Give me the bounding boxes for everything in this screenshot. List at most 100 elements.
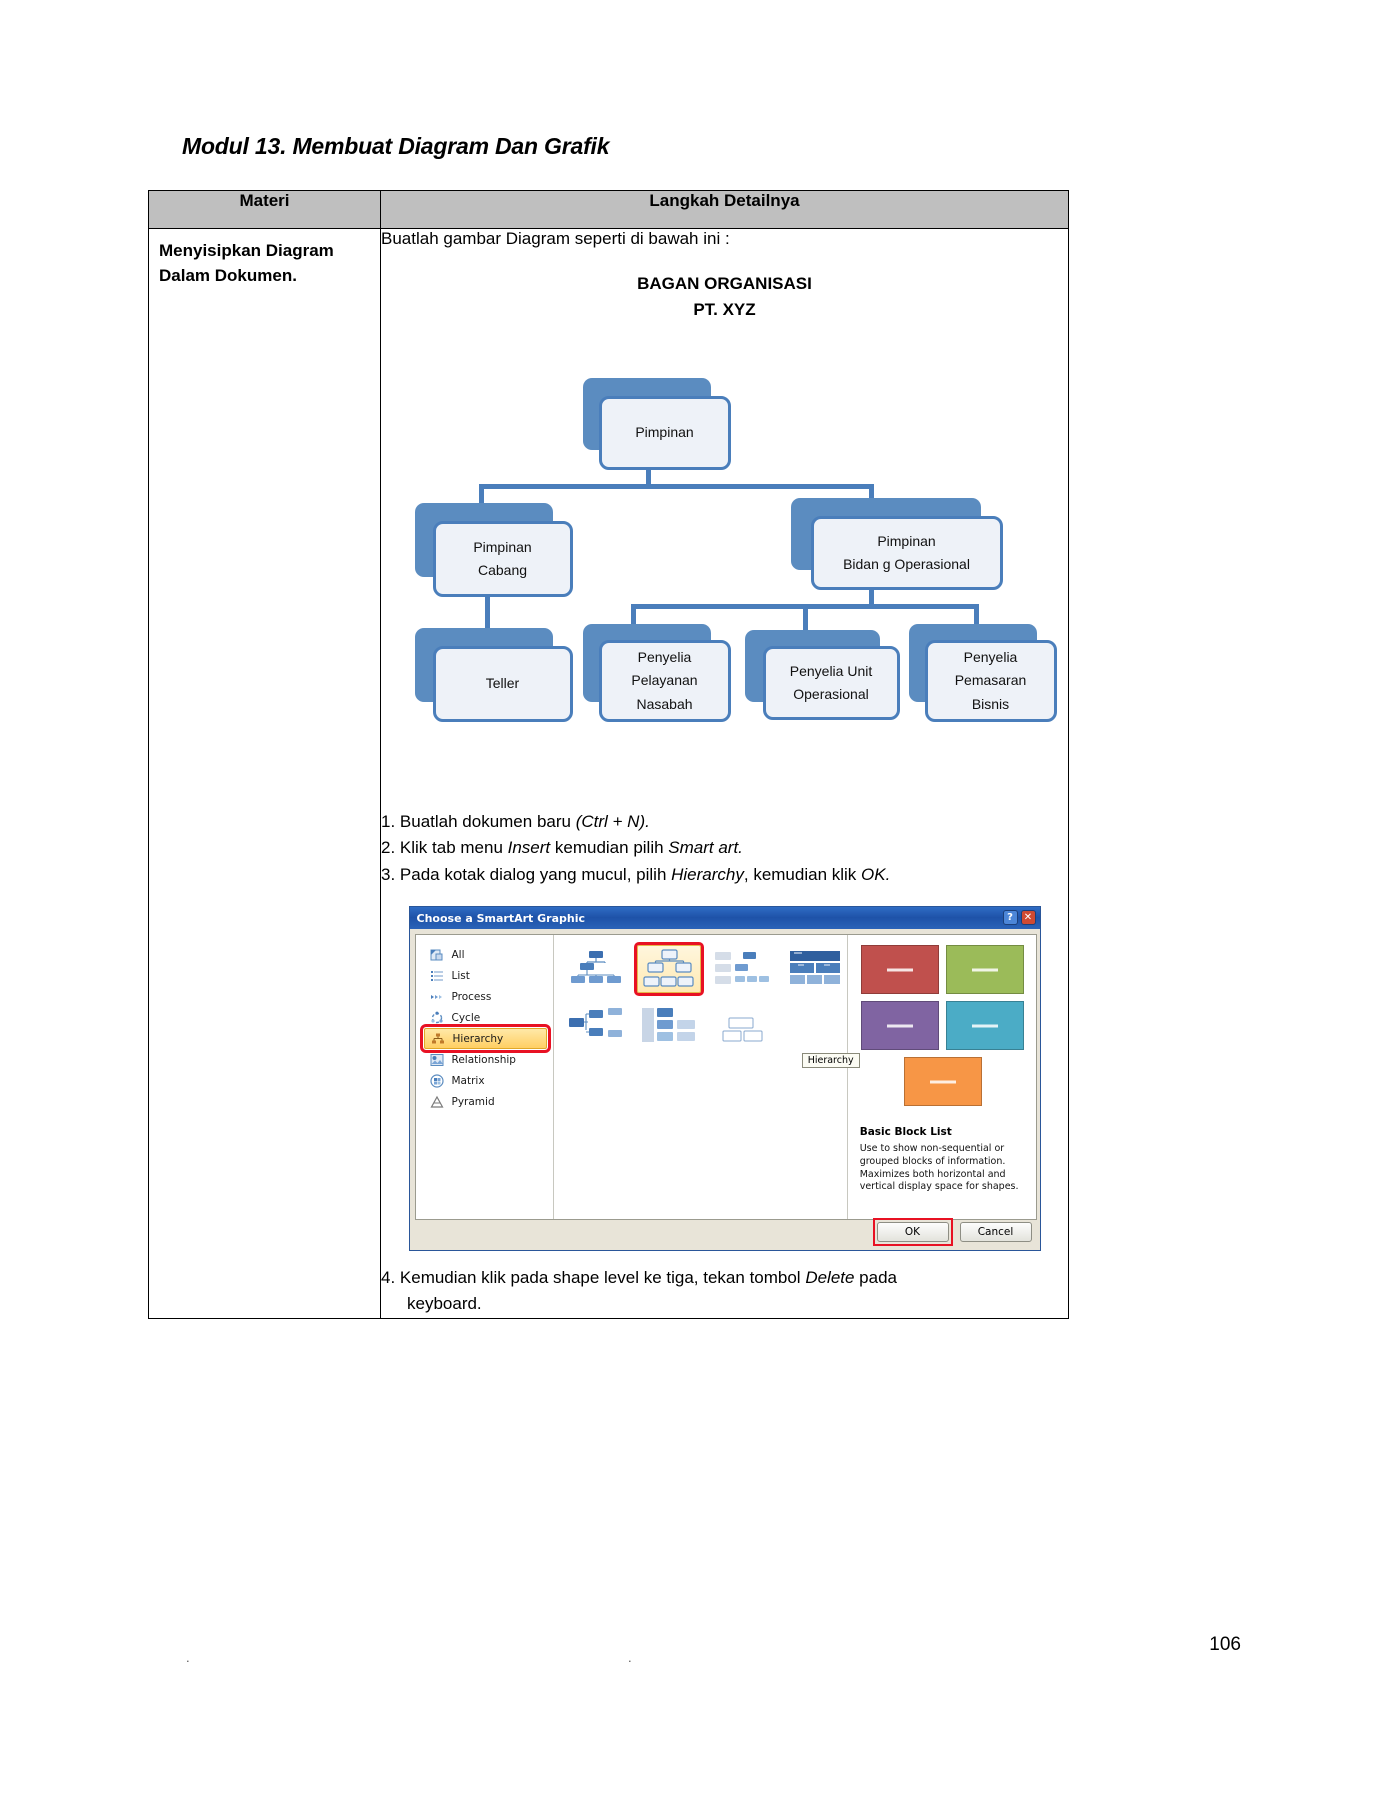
gallery-item-org-chart[interactable] xyxy=(563,945,628,994)
org-node-label-line1: Penyelia Unit xyxy=(789,662,873,679)
gallery-item-hierarchy-selected[interactable] xyxy=(633,942,704,997)
step-2: 2. Klik tab menu Insert kemudian pilih S… xyxy=(381,835,1068,861)
gallery-item-hierarchy-alt[interactable] xyxy=(709,945,774,994)
category-cycle[interactable]: Cycle xyxy=(416,1007,553,1028)
step-3-text-a: 3. Pada kotak dialog yang mucul, pilih xyxy=(381,864,672,884)
graphic-gallery: Hierarchy xyxy=(554,935,860,1220)
node-box: Pimpinan Bidan g Operasional xyxy=(810,516,1003,590)
node-box: Penyelia Pemasaran Bisnis xyxy=(924,640,1057,722)
node-box: Penyelia Pelayanan Nasabah xyxy=(598,640,731,722)
preview-blocks xyxy=(860,945,1026,1107)
ok-button-highlight: OK xyxy=(872,1218,953,1247)
org-node-label-line2: Operasional xyxy=(793,686,869,702)
steps-list: 1. Buatlah dokumen baru (Ctrl + N). 2. K… xyxy=(381,809,1068,888)
connector-left-branch-to-leaf xyxy=(484,583,490,631)
step-3-emphasis-1: Hierarchy xyxy=(671,864,744,884)
org-node-label: Pimpinan xyxy=(635,424,694,441)
matrix-icon xyxy=(429,1073,444,1088)
page-title: Modul 13. Membuat Diagram Dan Grafik xyxy=(182,133,610,159)
hierarchy-icon xyxy=(431,1032,445,1046)
footer-mark-center: . xyxy=(628,1650,632,1665)
connector-left-branch-down xyxy=(478,484,484,510)
gallery-row-2: Hierarchy xyxy=(563,1001,860,1069)
preview-block-orange xyxy=(903,1057,982,1107)
connector-root-down xyxy=(645,466,651,488)
connector-leaf4-down xyxy=(973,604,979,632)
step-2-text-b: kemudian pilih xyxy=(550,838,669,858)
materi-text: Menyisipkan Diagram Dalam Dokumen. xyxy=(159,241,334,285)
step-2-emphasis-2: Smart art. xyxy=(668,838,743,858)
node-box: Pimpinan xyxy=(598,396,731,470)
ok-button[interactable]: OK xyxy=(876,1222,949,1243)
connector-leaf3-down xyxy=(802,604,808,632)
org-chart: BAGAN ORGANISASI PT. XYZ xyxy=(393,271,1057,791)
page-number: 106 xyxy=(1209,1634,1241,1655)
preview-block-red xyxy=(861,945,940,995)
dialog-footer: OK Cancel xyxy=(872,1218,1032,1247)
category-label: Pyramid xyxy=(451,1095,495,1108)
category-hierarchy[interactable]: Hierarchy xyxy=(419,1024,551,1054)
preview-block-green xyxy=(946,945,1025,995)
list-icon xyxy=(430,969,444,983)
org-node-label-line2: Cabang xyxy=(477,562,528,578)
org-node-label-line3: Bisnis xyxy=(971,695,1010,712)
org-node-leaf-pemasaran: Penyelia Pemasaran Bisnis xyxy=(908,624,1057,722)
org-node-branch-right: Pimpinan Bidan g Operasional xyxy=(790,498,1003,590)
relationship-icon xyxy=(430,1053,444,1067)
org-node-label: Penyelia Pemasaran Bisnis xyxy=(951,646,1031,715)
node-box: Pimpinan Cabang xyxy=(432,521,573,597)
category-list: All List xyxy=(415,935,554,1220)
category-process[interactable]: Process xyxy=(416,986,553,1007)
help-icon[interactable]: ? xyxy=(1002,910,1018,926)
category-label: Cycle xyxy=(451,1011,481,1024)
org-chart-heading: BAGAN ORGANISASI PT. XYZ xyxy=(393,271,1057,322)
connector-right-branch-down xyxy=(868,484,874,504)
connector-level2-horizontal xyxy=(478,484,874,489)
gallery-item-table-hierarchy[interactable]: Hierarchy xyxy=(709,1001,860,1069)
org-chart-heading-line2: PT. XYZ xyxy=(693,299,756,319)
dialog-body: All List xyxy=(414,934,1037,1221)
org-node-label-line2: Pelayanan xyxy=(631,672,698,689)
cell-materi: Menyisipkan Diagram Dalam Dokumen. xyxy=(148,228,381,1319)
cell-langkah: Buatlah gambar Diagram seperti di bawah … xyxy=(380,228,1069,1319)
all-icon xyxy=(430,948,444,962)
gallery-item-labeled-hierarchy[interactable] xyxy=(636,1001,701,1050)
step-4-emphasis: Delete xyxy=(805,1268,855,1288)
step-4-text-a: 4. Kemudian klik pada shape level ke tig… xyxy=(381,1268,806,1288)
step-2-emphasis-1: Insert xyxy=(507,838,551,858)
category-all[interactable]: All xyxy=(416,944,553,965)
org-node-label-line1: Penyelia xyxy=(637,649,692,666)
smartart-dialog: Choose a SmartArt Graphic ? ✕ xyxy=(408,906,1041,1252)
pyramid-icon xyxy=(429,1095,444,1109)
category-matrix[interactable]: Matrix xyxy=(416,1070,553,1091)
category-label: Process xyxy=(451,990,492,1003)
step-4-text-b: pada xyxy=(854,1268,897,1288)
process-icon xyxy=(430,990,444,1004)
dialog-title-text: Choose a SmartArt Graphic xyxy=(416,911,586,925)
connector-right-branch-leafstem xyxy=(868,576,874,608)
preview-description: Use to show non-sequential or grouped bl… xyxy=(859,1143,1019,1193)
org-node-label: Pimpinan Cabang xyxy=(469,536,535,582)
category-label: Hierarchy xyxy=(452,1032,504,1045)
category-pyramid[interactable]: Pyramid xyxy=(416,1091,553,1112)
org-node-label-line3: Nasabah xyxy=(636,695,693,712)
gallery-item-horizontal-hierarchy[interactable] xyxy=(563,1001,628,1050)
cancel-button[interactable]: Cancel xyxy=(959,1222,1032,1243)
header-langkah: Langkah Detailnya xyxy=(380,190,1069,229)
org-node-label: Penyelia Pelayanan Nasabah xyxy=(627,646,701,715)
content-table: Materi Langkah Detailnya Menyisipkan Dia… xyxy=(148,190,1069,1319)
node-box: Penyelia Unit Operasional xyxy=(762,646,900,720)
close-icon[interactable]: ✕ xyxy=(1020,910,1036,926)
org-node-leaf-teller: Teller xyxy=(414,628,573,722)
table-body-row: Menyisipkan Diagram Dalam Dokumen. Buatl… xyxy=(148,228,1069,1319)
org-node-branch-left: Pimpinan Cabang xyxy=(414,503,573,597)
category-label: Relationship xyxy=(451,1053,516,1066)
header-materi: Materi xyxy=(148,190,381,229)
category-relationship[interactable]: Relationship xyxy=(416,1049,553,1070)
dialog-window-buttons: ? ✕ xyxy=(1002,910,1036,926)
category-list-item[interactable]: List xyxy=(416,965,553,986)
step-1: 1. Buatlah dokumen baru (Ctrl + N). xyxy=(381,809,1068,835)
dialog-title-bar: Choose a SmartArt Graphic ? ✕ xyxy=(409,907,1040,930)
gallery-item-block-hierarchy[interactable] xyxy=(782,945,847,994)
org-node-label-line1: Pimpinan xyxy=(473,538,532,555)
